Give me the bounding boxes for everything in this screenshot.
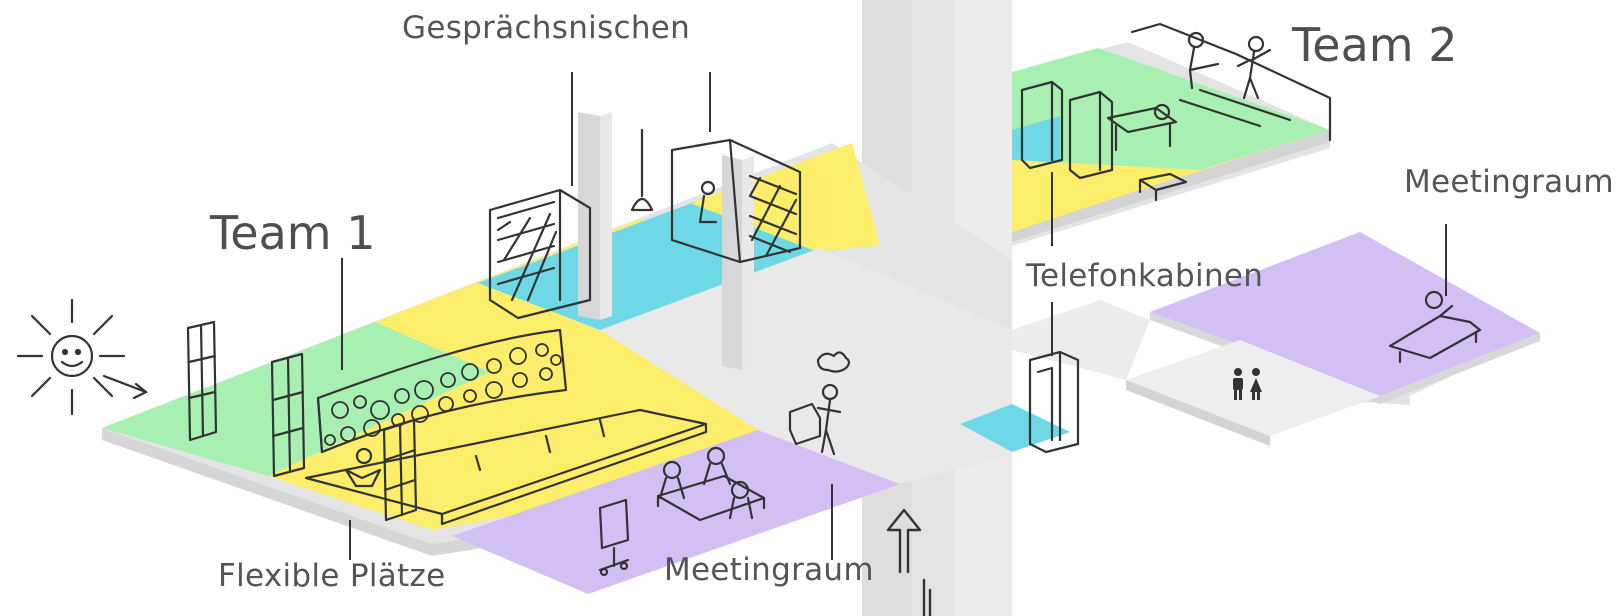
label-flexible-plaetze: Flexible Plätze [218,558,446,594]
label-telefonkabinen: Telefonkabinen [1026,258,1264,294]
sun-icon [16,298,149,416]
partition-pattern [324,343,562,446]
pillars [578,112,754,370]
label-gespraechsnischen: Gesprächsnischen [402,10,691,46]
leader-lines [341,72,1447,560]
label-meetingraum-right: Meetingraum [1404,164,1614,200]
label-meetingraum-bottom: Meetingraum [664,552,874,588]
left-floor [102,143,1070,594]
label-team-1: Team 1 [210,206,376,260]
label-team-2: Team 2 [1292,18,1458,72]
restroom-icon [1233,368,1262,400]
up-arrow-icon [886,508,932,616]
sketch-furniture [186,22,1482,577]
